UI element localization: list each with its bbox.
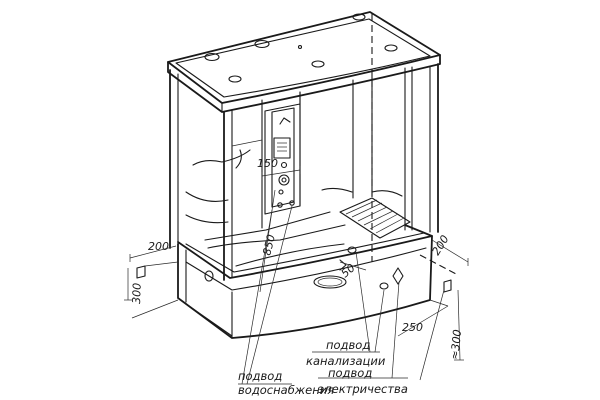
dim-250-text: 250 (402, 321, 423, 334)
dim-200-left-text: 200 (148, 240, 169, 253)
power-label-2: электричества (318, 382, 408, 396)
dim-850-text: 850 (260, 233, 278, 257)
outlet-icon (379, 282, 389, 290)
leader-lines (238, 205, 445, 385)
water-supply-label-1: подвод (238, 369, 282, 383)
roof-light-icon (204, 52, 220, 62)
drain-icon (347, 246, 357, 254)
roof-light-icon (228, 75, 242, 83)
power-label-1: подвод (328, 366, 372, 380)
foot-icon (204, 270, 214, 282)
dim-right-300: ≈300 (448, 289, 464, 361)
dim-left: 200 300 (124, 240, 179, 319)
tub (177, 197, 433, 279)
dim-300-left-text: 300 (130, 283, 144, 304)
apron (177, 235, 433, 339)
control-panel (264, 91, 301, 215)
dim-150-text: 150 (257, 157, 278, 170)
control-display-icon (273, 137, 291, 159)
mixer-knob-icon (278, 174, 290, 186)
junction-icon (392, 267, 404, 285)
dim-850: 850 (259, 189, 278, 293)
roof-light-icon (254, 39, 270, 49)
dim-150: 150 (257, 157, 301, 180)
roof-light-icon (311, 60, 325, 68)
roof-light-icon (384, 44, 398, 52)
power-outlet-icon (443, 279, 452, 293)
sewer-label-2: канализации (306, 354, 386, 368)
roof-light-icon (352, 13, 366, 21)
roof (167, 11, 441, 113)
frame (169, 63, 439, 281)
shower-holder-icon (279, 117, 291, 125)
water-inlet-icon (136, 265, 146, 279)
logo-plate (313, 275, 347, 289)
dim-300-right-text: ≈300 (448, 329, 464, 360)
labels: подвод водоснабжения подвод канализации … (238, 338, 408, 397)
axis-line-right (419, 254, 457, 275)
dim-right-200: 200 (430, 233, 469, 293)
seat-grill (339, 197, 411, 239)
water-supply-label-2: водоснабжения (238, 383, 334, 397)
dim-250: 250 (397, 299, 449, 337)
sewer-label-1: подвод (326, 338, 370, 352)
